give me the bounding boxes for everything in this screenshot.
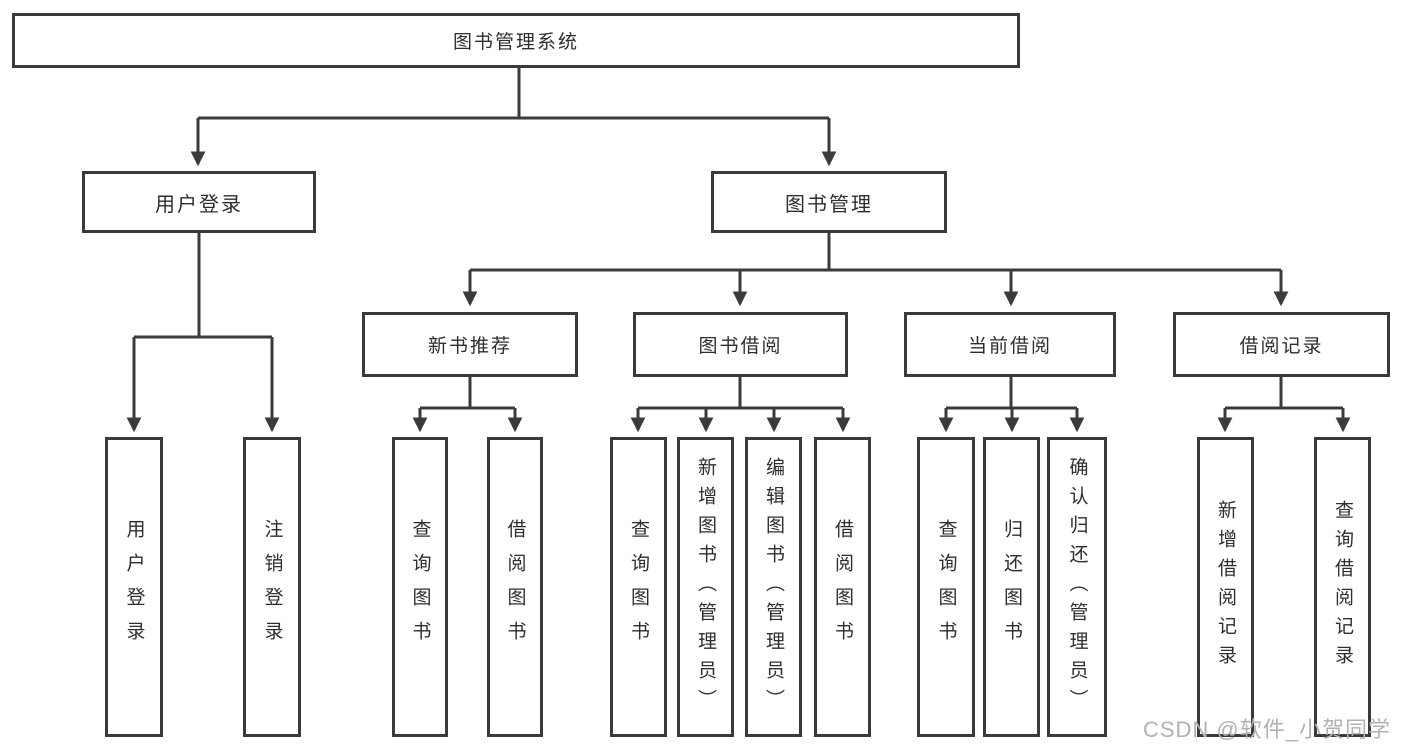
node-label: 编辑图书（管理员） <box>763 456 784 718</box>
node-user-login-module: 用户登录 <box>82 171 316 233</box>
node-label: 确认归还（管理员） <box>1066 456 1088 718</box>
node-label: 查询图书 <box>628 519 649 655</box>
node-label: 查询借阅记录 <box>1332 500 1353 674</box>
node-new-book-recommend: 新书推荐 <box>362 312 578 377</box>
leaf-borrow-borrow-book: 借阅图书 <box>814 437 871 737</box>
node-label: 图书管理系统 <box>452 32 579 53</box>
leaf-records-query-record: 查询借阅记录 <box>1314 437 1371 737</box>
connector-borrow-trunk <box>638 377 843 410</box>
node-label: 用户登录 <box>155 193 243 216</box>
leaf-logout: 注销登录 <box>243 437 301 737</box>
node-label: 图书借阅 <box>698 336 783 357</box>
node-label: 归还图书 <box>1001 519 1022 655</box>
connector-records-trunk <box>1225 377 1343 410</box>
node-book-borrow: 图书借阅 <box>633 312 848 377</box>
connector-manage-trunk <box>470 233 1281 272</box>
node-label: 用户登录 <box>123 519 145 655</box>
leaf-borrow-edit-book-admin: 编辑图书（管理员） <box>745 437 802 737</box>
leaf-current-confirm-return-admin: 确认归还（管理员） <box>1047 437 1107 737</box>
node-label: 查询图书 <box>935 519 957 655</box>
node-borrow-records: 借阅记录 <box>1173 312 1390 377</box>
leaf-current-return-book: 归还图书 <box>983 437 1040 737</box>
connector-login-trunk <box>134 233 272 339</box>
csdn-watermark: CSDN @软件_小贺同学 <box>1142 717 1391 742</box>
node-label: 新增图书（管理员） <box>695 456 716 718</box>
node-label: 图书管理 <box>785 193 873 216</box>
connector-current-trunk <box>946 377 1077 410</box>
node-label: 查询图书 <box>409 519 431 655</box>
leaf-recommend-borrow-book: 借阅图书 <box>487 437 543 737</box>
node-system-root: 图书管理系统 <box>12 13 1020 68</box>
node-label: 借阅图书 <box>504 519 526 655</box>
node-label: 新书推荐 <box>427 336 512 357</box>
node-current-borrow: 当前借阅 <box>904 312 1116 377</box>
leaf-user-login: 用户登录 <box>105 437 163 737</box>
node-label: 新增借阅记录 <box>1215 500 1236 674</box>
connector-recommend-trunk <box>420 377 515 410</box>
node-book-management-module: 图书管理 <box>711 171 947 233</box>
leaf-borrow-add-book-admin: 新增图书（管理员） <box>677 437 734 737</box>
connector-root-trunk <box>198 68 829 120</box>
leaf-records-add-record: 新增借阅记录 <box>1197 437 1254 737</box>
leaf-recommend-query-book: 查询图书 <box>392 437 448 737</box>
node-label: 注销登录 <box>261 519 283 655</box>
leaf-current-query-book: 查询图书 <box>917 437 975 737</box>
node-label: 借阅记录 <box>1239 336 1324 357</box>
node-label: 借阅图书 <box>832 519 853 655</box>
node-label: 当前借阅 <box>967 336 1052 357</box>
leaf-borrow-query-book: 查询图书 <box>610 437 667 737</box>
